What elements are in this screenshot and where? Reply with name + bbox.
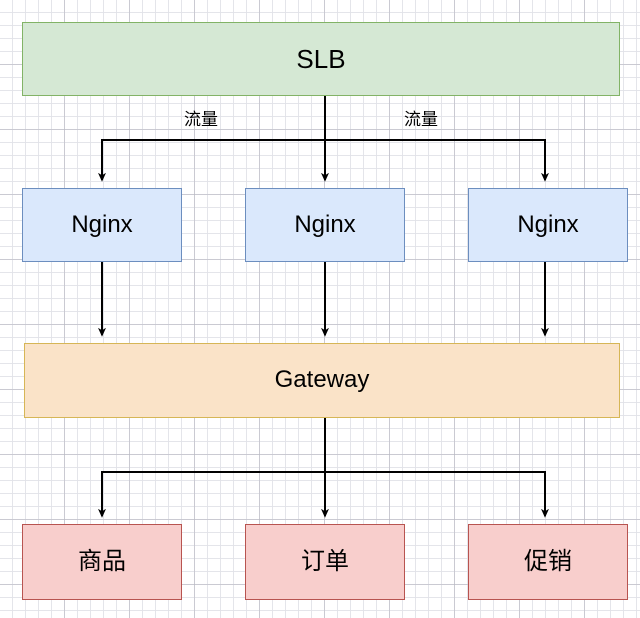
node-slb-label: SLB — [296, 43, 346, 74]
node-nginx-right[interactable]: Nginx — [468, 188, 628, 262]
node-gateway-label: Gateway — [274, 366, 370, 394]
node-service-promotion[interactable]: 促销 — [468, 524, 628, 600]
node-service-product[interactable]: 商品 — [22, 524, 182, 600]
node-nginx-left-label: Nginx — [71, 210, 133, 238]
edge-label-traffic-left: 流量 — [184, 110, 218, 129]
node-service-product-label: 商品 — [78, 547, 126, 575]
node-service-order-label: 订单 — [301, 547, 349, 575]
node-nginx-left[interactable]: Nginx — [22, 188, 182, 262]
edge-slb-to-nginx-left — [98, 96, 326, 182]
edge-gateway-to-promotion — [325, 471, 549, 518]
edge-slb-to-nginx-right — [325, 139, 549, 182]
node-slb[interactable]: SLB — [22, 22, 620, 96]
node-nginx-right-label: Nginx — [517, 210, 579, 238]
node-gateway[interactable]: Gateway — [24, 343, 620, 418]
node-service-promotion-label: 促销 — [524, 547, 572, 575]
node-nginx-center-label: Nginx — [294, 210, 356, 238]
node-service-order[interactable]: 订单 — [245, 524, 405, 600]
node-nginx-center[interactable]: Nginx — [245, 188, 405, 262]
edge-label-traffic-right: 流量 — [404, 110, 438, 129]
edge-gateway-to-product — [98, 418, 326, 518]
